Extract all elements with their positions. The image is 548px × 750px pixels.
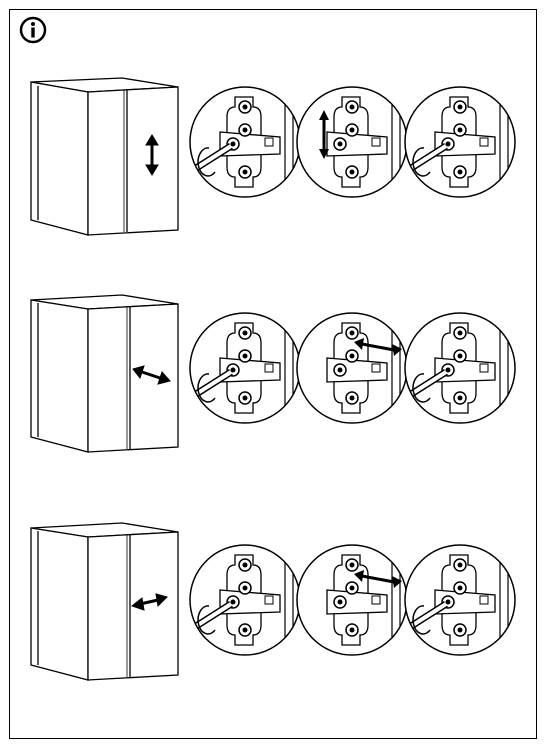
hinge-detail-circle — [189, 312, 301, 424]
vertical-double-arrow — [145, 134, 159, 176]
hinge-detail-circle — [404, 312, 516, 424]
hinge-detail-circle — [189, 86, 301, 198]
info-icon — [19, 16, 47, 44]
hinge-detail-circle — [404, 86, 516, 198]
hinge-detail-circle — [404, 544, 516, 656]
horizontal-double-arrow — [132, 365, 171, 385]
hinge-detail-circle — [296, 544, 408, 656]
step-depth-adjust — [0, 520, 548, 720]
hinge-detail-circles — [189, 544, 516, 656]
hinge-detail-circle — [296, 312, 408, 424]
step-depth-illustration — [30, 522, 516, 681]
hinge-detail-circle — [189, 544, 301, 656]
step-height-illustration — [30, 77, 516, 236]
hinge-detail-circles — [189, 312, 516, 424]
page-frame — [9, 9, 537, 739]
step-side-adjust — [0, 292, 548, 492]
step-side-illustration — [30, 294, 516, 453]
step-height-adjust — [0, 70, 548, 270]
hinge-detail-circle — [296, 86, 408, 198]
cabinet-illustration — [30, 522, 179, 681]
cabinet-illustration — [30, 77, 179, 236]
hinge-detail-circles — [189, 86, 516, 198]
cabinet-illustration — [30, 294, 179, 453]
horizontal-double-arrow — [130, 593, 168, 611]
